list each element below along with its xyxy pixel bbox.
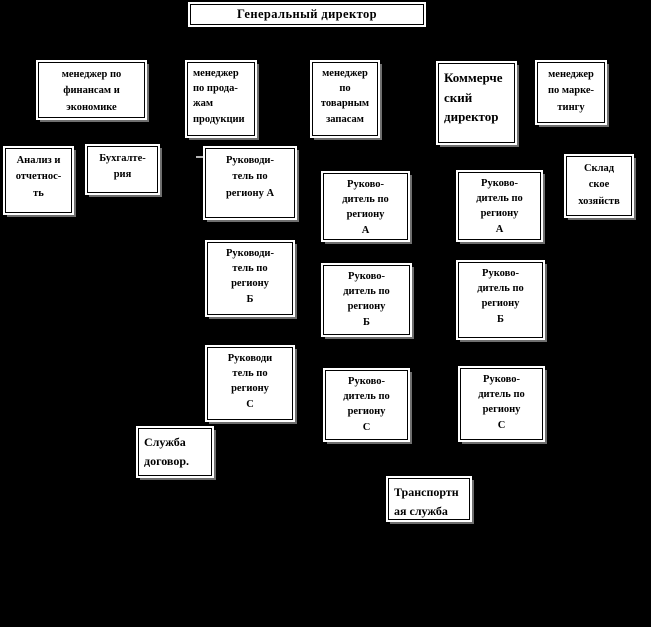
connector-dash: [196, 156, 203, 158]
node-sales-region-a: Руководи- тель по региону А: [205, 148, 295, 218]
node-sales-region-b: Руководи- тель по региону Б: [207, 242, 293, 315]
node-sales-region-c: Руководи тель по региону С: [207, 347, 293, 420]
node-inventory-region-c: Руково- дитель по региону С: [325, 370, 408, 440]
node-general-director: Генеральный директор: [190, 4, 424, 25]
node-inventory-manager: менеджер по товарным запасам: [312, 62, 378, 136]
node-analysis-reporting: Анализ и отчетнос- ть: [5, 148, 72, 213]
node-commercial-region-c: Руково- дитель по региону С: [460, 368, 543, 440]
node-transport-service: Транспортн ая служба: [388, 478, 470, 520]
node-finance-manager: менеджер по финансам и экономике: [38, 62, 145, 118]
node-inventory-region-b: Руково- дитель по региону Б: [323, 265, 410, 335]
node-sales-manager: менеджер по прода- жам продукции: [187, 62, 255, 136]
node-commercial-region-a: Руково- дитель по региону А: [458, 172, 541, 240]
node-inventory-region-a: Руково- дитель по региону А: [323, 173, 408, 240]
node-contracts-service: Служба договор.: [138, 428, 212, 476]
node-commercial-region-b: Руково- дитель по региону Б: [458, 262, 543, 338]
node-accounting: Бухгалте- рия: [87, 146, 158, 193]
node-warehouse: Склад ское хозяйств: [566, 156, 632, 216]
node-marketing-manager: менеджер по марке- тингу: [537, 62, 605, 123]
node-commercial-director: Коммерче ский директор: [438, 63, 515, 143]
